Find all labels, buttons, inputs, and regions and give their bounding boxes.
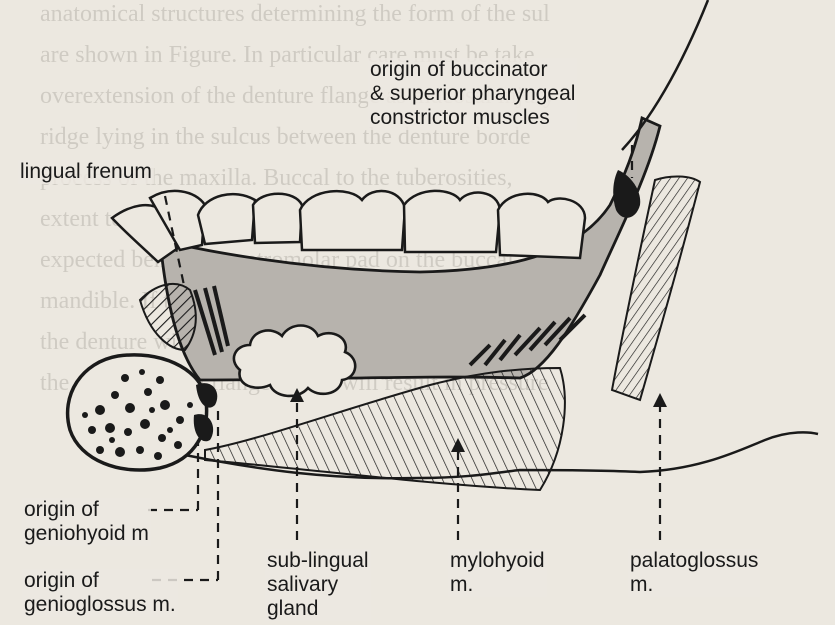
label-line: gland [267, 597, 369, 621]
label-geniohyoid-origin: origin of geniohyoid m [22, 498, 151, 546]
molar-tooth [300, 191, 405, 250]
label-sublingual-gland: sub-lingual salivary gland [265, 549, 371, 621]
label-line: palatoglossus [630, 549, 758, 573]
premolar-tooth [253, 194, 302, 243]
label-line: constrictor muscles [370, 106, 575, 130]
label-line: salivary [267, 573, 369, 597]
molar-tooth [404, 191, 500, 252]
label-palatoglossus: palatoglossus m. [628, 549, 760, 597]
label-line: lingual frenum [20, 160, 152, 184]
molar-tooth [498, 194, 585, 258]
label-genioglossus-origin: origin of genioglossus m. [22, 569, 178, 617]
label-line: geniohyoid m [24, 522, 149, 546]
label-line: genioglossus m. [24, 593, 176, 617]
label-line: origin of buccinator [370, 58, 575, 82]
label-line: sub-lingual [267, 549, 369, 573]
label-buccinator-origin: origin of buccinator & superior pharynge… [368, 58, 577, 130]
label-line: origin of [24, 498, 149, 522]
arrowhead [653, 393, 667, 407]
posterior-outline [622, 0, 708, 150]
label-lingual-frenum: lingual frenum [18, 160, 154, 184]
lingual-frenum-area [140, 284, 196, 350]
label-line: origin of [24, 569, 176, 593]
label-line: mylohyoid [450, 549, 545, 573]
label-mylohyoid: mylohyoid m. [448, 549, 547, 597]
label-line: & superior pharyngeal [370, 82, 575, 106]
label-line: m. [450, 573, 545, 597]
label-line: m. [630, 573, 758, 597]
premolar-tooth [198, 194, 255, 244]
